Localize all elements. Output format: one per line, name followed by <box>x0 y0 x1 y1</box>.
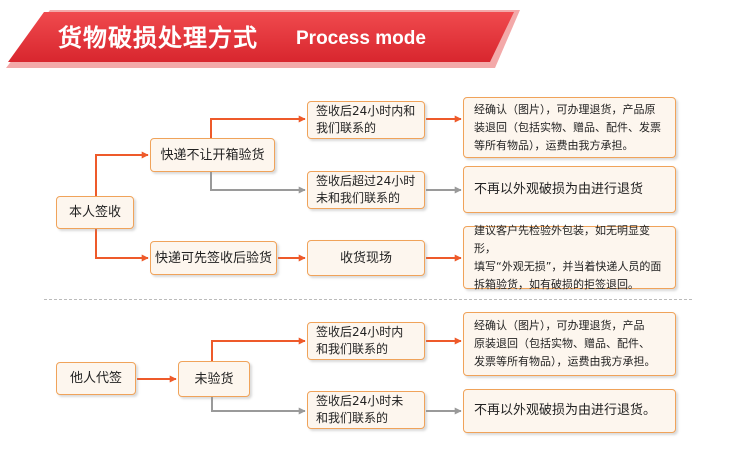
node-contact-after-24h-label: 签收后超过24小时 未和我们联系的 <box>316 174 416 205</box>
connector-branch-a-to-cond1 <box>210 115 306 138</box>
node-no-open-inspection: 快递不让开箱验货 <box>150 138 275 172</box>
node-return-accepted: 经确认（图片），可办理退货，产品原 装退回（包括实物、赠品、配件、发票 等所有物… <box>463 97 676 158</box>
node-sign-then-inspect-label: 快递可先签收后验货 <box>154 250 272 266</box>
connector-branch-to-cond2 <box>211 397 306 415</box>
node-receiving-site-label: 收货现场 <box>339 250 392 266</box>
node-not-inspected: 未验货 <box>178 361 250 397</box>
node-no-open-inspection-label: 快递不让开箱验货 <box>160 147 265 163</box>
connector-start-to-branch-b <box>95 229 149 262</box>
connector-start-to-branch-a <box>95 151 149 196</box>
node-contact-within-24h: 签收后24小时内和 我们联系的 <box>307 101 425 139</box>
node-self-sign-label: 本人签收 <box>68 205 121 220</box>
node-not-inspected-label: 未验货 <box>194 371 234 387</box>
page-subtitle: Process mode <box>296 28 426 49</box>
node-proxy-no-return-label: 不再以外观破损为由进行退货。 <box>474 403 657 418</box>
node-sign-then-inspect: 快递可先签收后验货 <box>150 241 277 275</box>
node-inspection-advice-label: 建议客户先检验外包装，如无明显变形， 填写“外观无损”，并当着快递人员的面 拆箱… <box>474 223 662 291</box>
node-proxy-return-accepted: 经确认（图片），可办理退货，产品 原装退回（包括实物、赠品、配件、 发票等所有物… <box>463 312 676 376</box>
node-proxy-within-24h: 签收后24小时内 和我们联系的 <box>307 322 425 360</box>
connector-branch-to-cond1 <box>211 337 306 361</box>
node-inspection-advice: 建议客户先检验外包装，如无明显变形， 填写“外观无损”，并当着快递人员的面 拆箱… <box>463 224 676 291</box>
node-receiving-site: 收货现场 <box>307 240 425 276</box>
node-no-return-label: 不再以外观破损为由进行退货 <box>474 181 644 197</box>
node-contact-within-24h-label: 签收后24小时内和 我们联系的 <box>316 104 416 135</box>
node-no-return: 不再以外观破损为由进行退货 <box>463 166 676 213</box>
page-title: 货物破损处理方式 <box>58 24 258 52</box>
node-self-sign: 本人签收 <box>56 196 134 229</box>
header-banner <box>6 10 520 68</box>
node-proxy-within-24h-label: 签收后24小时内 和我们联系的 <box>316 325 404 356</box>
node-contact-after-24h: 签收后超过24小时 未和我们联系的 <box>307 171 425 209</box>
node-proxy-after-24h: 签收后24小时未 和我们联系的 <box>307 391 425 429</box>
section-divider <box>44 299 692 300</box>
banner-shape <box>8 12 514 62</box>
node-return-accepted-label: 经确认（图片），可办理退货，产品原 装退回（包括实物、赠品、配件、发票 等所有物… <box>474 102 661 152</box>
node-proxy-return-accepted-label: 经确认（图片），可办理退货，产品 原装退回（包括实物、赠品、配件、 发票等所有物… <box>474 319 656 368</box>
node-proxy-no-return: 不再以外观破损为由进行退货。 <box>463 389 676 433</box>
connector-branch-a-to-cond2 <box>210 172 306 194</box>
node-proxy-sign-label: 他人代签 <box>69 371 122 386</box>
node-proxy-sign: 他人代签 <box>56 362 136 395</box>
node-proxy-after-24h-label: 签收后24小时未 和我们联系的 <box>316 394 404 425</box>
